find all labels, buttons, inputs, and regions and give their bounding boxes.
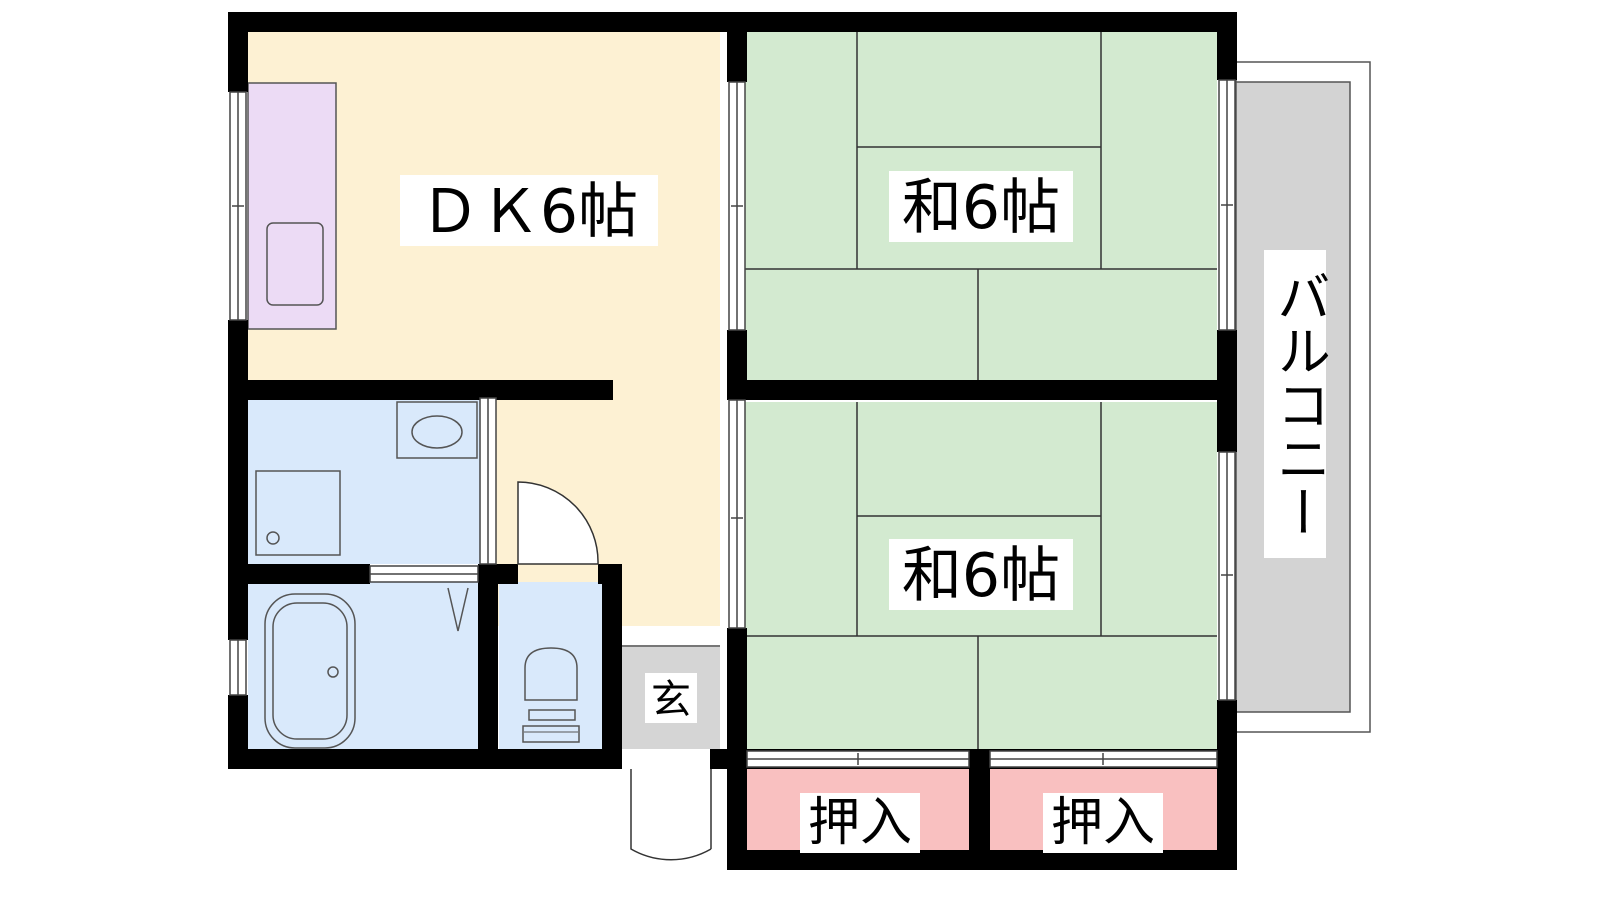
drain-icon — [266, 531, 280, 545]
wash-basin-unit — [396, 401, 478, 459]
dk-label-bg — [400, 175, 658, 246]
tatami-lines-lower — [739, 402, 1217, 751]
wash-basin — [411, 415, 463, 449]
entrance-label-bg — [645, 673, 697, 723]
closet-right-label: 押入 — [1051, 793, 1155, 853]
bath-door — [447, 587, 469, 632]
bathtub-drain-icon — [327, 666, 339, 678]
washitsu-lower-label-bg — [889, 539, 1073, 610]
closet-left-label-bg — [800, 793, 920, 853]
balcony-label-bg — [1264, 250, 1326, 558]
balcony-label: バルコニー — [1267, 269, 1330, 539]
toilet-tank — [528, 709, 576, 721]
sink — [266, 222, 324, 306]
closet-right-label-bg — [1043, 793, 1163, 853]
doors — [517, 481, 712, 861]
bathtub-inner — [272, 602, 348, 740]
toilet-bowl — [524, 647, 578, 701]
toilet-base — [522, 725, 580, 743]
washitsu-upper-label: 和6帖 — [902, 173, 1060, 243]
closet-left-label: 押入 — [808, 793, 912, 853]
washitsu-lower-label: 和6帖 — [902, 541, 1060, 611]
washitsu-upper-label-bg — [889, 171, 1073, 242]
windows — [229, 79, 1236, 768]
tatami-lines-upper — [739, 30, 1217, 382]
dk-label: ＤＫ6帖 — [420, 177, 638, 247]
washing-machine-area — [255, 470, 341, 556]
bathtub — [264, 593, 356, 749]
entrance-label: 玄 — [651, 677, 691, 723]
